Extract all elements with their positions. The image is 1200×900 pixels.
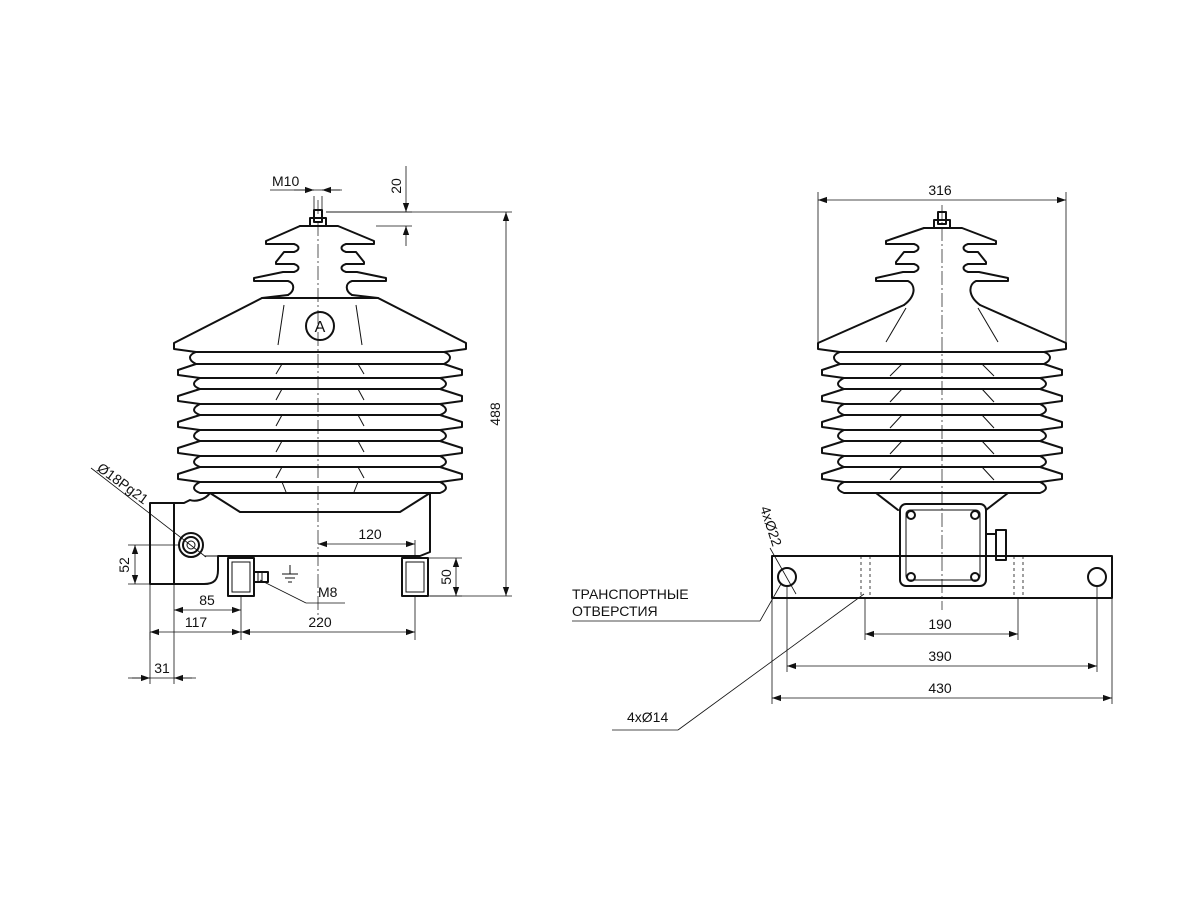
label-holes-14: 4xØ14 <box>627 709 668 725</box>
label-m10: M10 <box>272 173 299 189</box>
label-220: 220 <box>308 614 332 630</box>
label-transport-line2: ОТВЕРСТИЯ <box>572 603 658 619</box>
dim-transport-holes: ТРАНСПОРТНЫЕ ОТВЕРСТИЯ <box>572 583 782 622</box>
terminal-box <box>875 492 1009 587</box>
dim-316: 316 <box>817 182 1067 345</box>
label-holes-22: 4xØ22 <box>757 504 785 548</box>
label-120: 120 <box>358 526 382 542</box>
dim-220: 220 <box>241 596 416 640</box>
label-m8: M8 <box>318 584 338 600</box>
side-view: A <box>90 166 512 684</box>
terminal-mark-A: A <box>315 319 326 336</box>
dim-holes-14: 4xØ14 <box>612 593 865 731</box>
front-view: 316 4xØ22 ТРАНСПОРТНЫЕ ОТВЕРСТИЯ 190 390 <box>572 182 1113 731</box>
label-488: 488 <box>487 402 503 426</box>
dim-430: 430 <box>771 598 1113 704</box>
label-85: 85 <box>199 592 215 608</box>
label-117: 117 <box>185 614 208 630</box>
dim-holes-22: 4xØ22 <box>757 504 797 595</box>
dim-190: 190 <box>864 598 1019 640</box>
main-shed-front <box>817 304 1067 365</box>
dim-50: 50 <box>428 557 462 597</box>
main-shed: A <box>173 294 467 365</box>
ribbed-body <box>177 351 463 494</box>
label-20: 20 <box>388 178 404 194</box>
label-190: 190 <box>928 616 952 632</box>
base-housing <box>149 492 431 597</box>
dim-117: 117 <box>149 584 241 640</box>
label-cable-gland: Ø18Pg21 <box>94 459 151 507</box>
dim-120: 120 <box>318 526 416 556</box>
dim-m8: M8 <box>259 579 345 604</box>
label-390: 390 <box>928 648 952 664</box>
dim-cable-gland: Ø18Pg21 <box>90 459 207 558</box>
label-31: 31 <box>154 660 170 676</box>
label-430: 430 <box>928 680 952 696</box>
dim-20: 20 <box>326 166 412 246</box>
dim-m10: M10 <box>270 173 342 210</box>
upper-sheds <box>253 225 387 296</box>
upper-sheds-front <box>875 227 1009 306</box>
dim-85: 85 <box>173 584 242 640</box>
ground-symbol-icon <box>282 565 298 583</box>
label-52: 52 <box>116 557 132 573</box>
label-316: 316 <box>928 182 952 198</box>
dim-52: 52 <box>116 544 178 585</box>
label-50: 50 <box>438 569 454 585</box>
dim-31: 31 <box>128 616 196 684</box>
label-transport-line1: ТРАНСПОРТНЫЕ <box>572 586 689 602</box>
dim-390: 390 <box>786 586 1098 672</box>
